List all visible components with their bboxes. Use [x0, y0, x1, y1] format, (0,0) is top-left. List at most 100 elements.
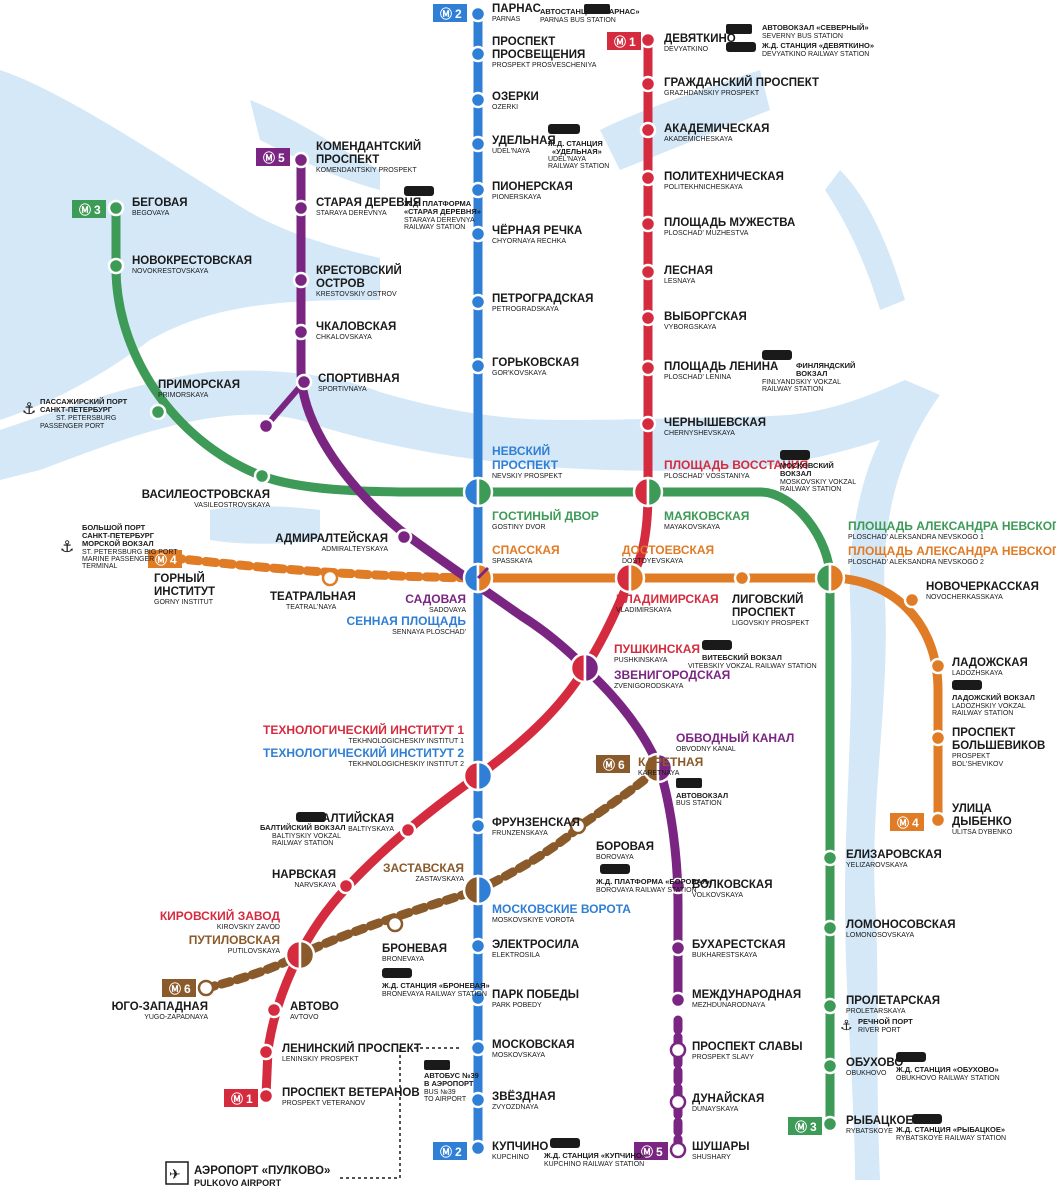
svg-text:АЭРОПОРТ «ПУЛКОВО»: АЭРОПОРТ «ПУЛКОВО» — [194, 1165, 330, 1177]
svg-text:ВОКЗАЛ: ВОКЗАЛ — [796, 369, 827, 378]
svg-text:2: 2 — [455, 1145, 462, 1159]
svg-text:ЗАСТАВСКАЯ: ЗАСТАВСКАЯ — [383, 861, 464, 875]
svg-text:LENINSKIY PROSPEKT: LENINSKIY PROSPEKT — [282, 1056, 359, 1063]
svg-text:ADMIRALTEYSKAYA: ADMIRALTEYSKAYA — [321, 546, 388, 553]
svg-text:NARVSKAYA: NARVSKAYA — [294, 882, 336, 889]
svg-text:ПРОСВЕЩЕНИЯ: ПРОСВЕЩЕНИЯ — [492, 49, 585, 61]
svg-text:ЭЛЕКТРОСИЛА: ЭЛЕКТРОСИЛА — [492, 939, 579, 951]
svg-text:PETROGRADSKAYA: PETROGRADSKAYA — [492, 306, 559, 313]
svg-text:BOROVAYA RAILWAY STATION: BOROVAYA RAILWAY STATION — [596, 887, 697, 894]
svg-text:ПЛОЩАДЬ ЛЕНИНА: ПЛОЩАДЬ ЛЕНИНА — [664, 361, 778, 373]
station-markers[interactable] — [107, 5, 947, 1159]
svg-text:PLOSCHAD' MUZHESTVA: PLOSCHAD' MUZHESTVA — [664, 230, 749, 237]
svg-text:САДОВАЯ: САДОВАЯ — [405, 592, 466, 606]
train-icon-rybatskoye — [912, 1114, 942, 1124]
svg-text:YELIZAROVSKAYA: YELIZAROVSKAYA — [846, 862, 908, 869]
svg-text:СЕННАЯ ПЛОЩАДЬ: СЕННАЯ ПЛОЩАДЬ — [346, 614, 466, 628]
bus-icon-39 — [424, 1060, 450, 1070]
svg-text:ПЛОЩАДЬ МУЖЕСТВА: ПЛОЩАДЬ МУЖЕСТВА — [664, 217, 795, 229]
svg-text:DEVYATKINO RAILWAY STATION: DEVYATKINO RAILWAY STATION — [762, 51, 869, 58]
svg-text:КОМЕНДАНТСКИЙ: КОМЕНДАНТСКИЙ — [316, 140, 421, 153]
svg-text:ZVENIGORODSKAYA: ZVENIGORODSKAYA — [614, 683, 684, 690]
svg-text:KOMENDANTSKIY PROSPEKT: KOMENDANTSKIY PROSPEKT — [316, 167, 417, 174]
svg-text:BUS №39: BUS №39 — [424, 1089, 456, 1096]
svg-text:Ⓜ: Ⓜ — [795, 1119, 807, 1134]
svg-text:CHKALOVSKAYA: CHKALOVSKAYA — [316, 334, 372, 341]
svg-text:ЛЕСНАЯ: ЛЕСНАЯ — [664, 265, 713, 277]
svg-text:LOMONOSOVSKAYA: LOMONOSOVSKAYA — [846, 932, 915, 939]
svg-text:OZERKI: OZERKI — [492, 104, 518, 111]
svg-text:ЛОМОНОСОВСКАЯ: ЛОМОНОСОВСКАЯ — [846, 919, 956, 931]
svg-text:STARAYA DEREVNYA: STARAYA DEREVNYA — [404, 217, 475, 224]
train-icon-devyatkino — [726, 42, 756, 52]
svg-text:BOROVAYA: BOROVAYA — [596, 854, 634, 861]
svg-text:ПЛОЩАДЬ АЛЕКСАНДРА НЕВСКОГО 2: ПЛОЩАДЬ АЛЕКСАНДРА НЕВСКОГО 2 — [848, 544, 1056, 558]
svg-text:PLOSCHAD' ALEKSANDRA NEVSKOGO: PLOSCHAD' ALEKSANDRA NEVSKOGO 2 — [848, 559, 984, 566]
train-icon-broneva — [382, 968, 412, 978]
transport-notes: АВТОСТАНЦИЯ «ПАРНАС» PARNAS BUS STATION … — [22, 4, 1035, 1188]
transfer-nodes[interactable] — [284, 476, 846, 971]
svg-text:UDEL'NAYA: UDEL'NAYA — [492, 148, 530, 155]
svg-text:ПУШКИНСКАЯ: ПУШКИНСКАЯ — [614, 642, 700, 656]
svg-text:STARAYA DEREVNYA: STARAYA DEREVNYA — [316, 210, 387, 217]
bus-icon-obvodny — [676, 778, 702, 788]
svg-text:MEZHDUNARODNAYA: MEZHDUNARODNAYA — [692, 1002, 766, 1009]
svg-text:VYBORGSKAYA: VYBORGSKAYA — [664, 324, 717, 331]
svg-text:PROLETARSKAYA: PROLETARSKAYA — [846, 1008, 906, 1015]
svg-text:ПЛОЩАДЬ АЛЕКСАНДРА НЕВСКОГО 1: ПЛОЩАДЬ АЛЕКСАНДРА НЕВСКОГО 1 — [848, 519, 1056, 533]
svg-text:Ⓜ: Ⓜ — [79, 202, 91, 217]
svg-text:KUPCHINO: KUPCHINO — [492, 1154, 530, 1161]
svg-text:ИНСТИТУТ: ИНСТИТУТ — [154, 586, 215, 598]
svg-text:PARNAS BUS STATION: PARNAS BUS STATION — [540, 17, 616, 24]
svg-text:ПРОСПЕКТ: ПРОСПЕКТ — [492, 458, 559, 472]
svg-text:ПАРК ПОБЕДЫ: ПАРК ПОБЕДЫ — [492, 989, 579, 1001]
svg-text:SENNAYA PLOSCHAD': SENNAYA PLOSCHAD' — [392, 629, 466, 636]
svg-text:Ж.Д. СТАНЦИЯ «ОБУХОВО»: Ж.Д. СТАНЦИЯ «ОБУХОВО» — [895, 1065, 999, 1074]
svg-text:BALTIYSKIY VOKZAL: BALTIYSKIY VOKZAL — [272, 833, 341, 840]
svg-text:САНКТ-ПЕТЕРБУРГ: САНКТ-ПЕТЕРБУРГ — [82, 531, 155, 540]
svg-text:PROSPEKT VETERANOV: PROSPEKT VETERANOV — [282, 1100, 365, 1107]
svg-text:DOSTOYEVSKAYA: DOSTOYEVSKAYA — [622, 558, 683, 565]
svg-text:Ж.Д. ПЛАТФОРМА «БОРОВАЯ»: Ж.Д. ПЛАТФОРМА «БОРОВАЯ» — [595, 877, 711, 886]
svg-text:VOLKOVSKAYA: VOLKOVSKAYA — [692, 892, 743, 899]
svg-text:BEGOVAYA: BEGOVAYA — [132, 210, 170, 217]
line-3-track — [111, 203, 835, 1129]
svg-text:НОВОЧЕРКАССКАЯ: НОВОЧЕРКАССКАЯ — [926, 581, 1039, 593]
svg-text:SADOVAYA: SADOVAYA — [429, 607, 466, 614]
svg-text:БОРОВАЯ: БОРОВАЯ — [596, 841, 654, 853]
svg-text:ГОСТИНЫЙ ДВОР: ГОСТИНЫЙ ДВОР — [492, 508, 599, 523]
airport-route — [340, 1047, 460, 1179]
svg-text:Ж.Д. СТАНЦИЯ «КУПЧИНО»: Ж.Д. СТАНЦИЯ «КУПЧИНО» — [543, 1151, 646, 1160]
svg-text:КУПЧИНО: КУПЧИНО — [492, 1141, 548, 1153]
train-icon-staraya — [404, 186, 434, 196]
svg-text:PULKOVO AIRPORT: PULKOVO AIRPORT — [194, 1178, 282, 1188]
svg-text:BUKHARESTSKAYA: BUKHARESTSKAYA — [692, 952, 757, 959]
svg-text:RAILWAY STATION: RAILWAY STATION — [548, 163, 609, 170]
svg-text:Ⓜ: Ⓜ — [231, 1091, 243, 1106]
svg-text:ПАССАЖИРСКИЙ ПОРТ: ПАССАЖИРСКИЙ ПОРТ — [40, 397, 128, 406]
svg-text:RAILWAY STATION: RAILWAY STATION — [272, 840, 333, 847]
svg-text:ФИНЛЯНДСКИЙ: ФИНЛЯНДСКИЙ — [796, 361, 855, 370]
svg-text:SHUSHARY: SHUSHARY — [692, 1154, 731, 1161]
svg-text:POLITEKHNICHESKAYA: POLITEKHNICHESKAYA — [664, 184, 743, 191]
bus-icon — [584, 4, 610, 14]
svg-text:НОВОКРЕСТОВСКАЯ: НОВОКРЕСТОВСКАЯ — [132, 255, 252, 267]
svg-text:МОРСКОЙ ВОКЗАЛ: МОРСКОЙ ВОКЗАЛ — [82, 539, 154, 548]
svg-text:LADOZHSKAYA: LADOZHSKAYA — [952, 670, 1003, 677]
svg-text:PLOSCHAD' ALEKSANDRA NEVSKOGO: PLOSCHAD' ALEKSANDRA NEVSKOGO 1 — [848, 534, 984, 541]
svg-text:БОЛЬШОЙ ПОРТ: БОЛЬШОЙ ПОРТ — [82, 523, 146, 532]
svg-text:VITEBSKIY VOKZAL RAILWAY STATI: VITEBSKIY VOKZAL RAILWAY STATION — [688, 663, 817, 670]
svg-text:Ⓜ: Ⓜ — [440, 1144, 452, 1159]
svg-text:ULITSA DYBENKO: ULITSA DYBENKO — [952, 829, 1013, 836]
svg-text:СПАССКАЯ: СПАССКАЯ — [492, 543, 560, 557]
svg-text:«СТАРАЯ ДЕРЕВНЯ»: «СТАРАЯ ДЕРЕВНЯ» — [404, 207, 481, 216]
station-label-parnas: ПАРНАС — [492, 3, 541, 15]
svg-text:6: 6 — [184, 982, 191, 996]
svg-text:RAILWAY STATION: RAILWAY STATION — [952, 710, 1013, 717]
svg-text:3: 3 — [94, 203, 101, 217]
